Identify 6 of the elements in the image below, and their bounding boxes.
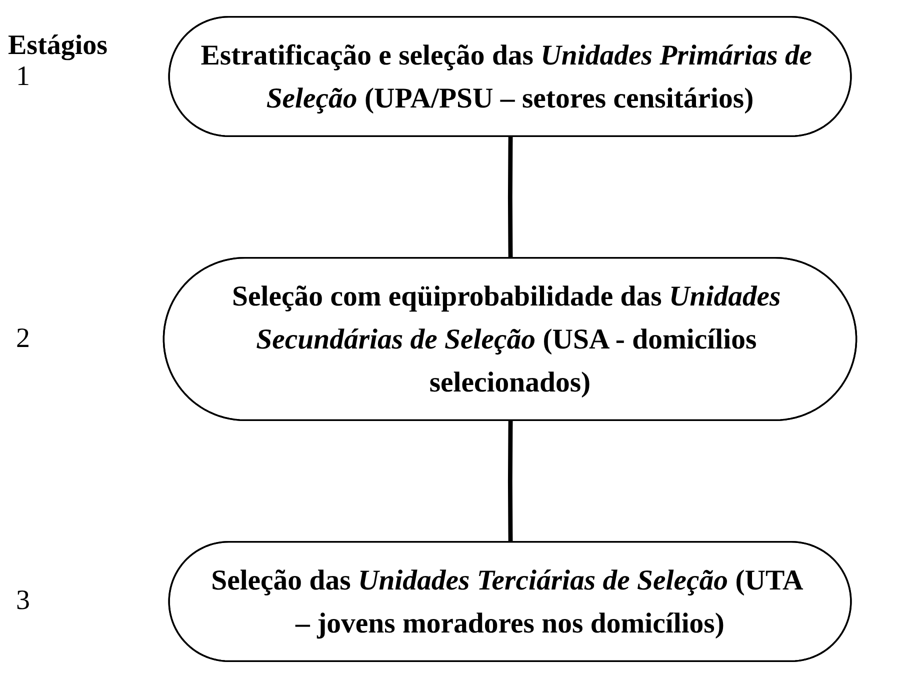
stage-number: 1 (16, 60, 30, 93)
stage-number: 2 (16, 323, 30, 355)
heading-label: Estágios (8, 30, 108, 62)
stage-number: 3 (16, 585, 30, 618)
connector (508, 420, 513, 542)
connector (508, 136, 513, 258)
